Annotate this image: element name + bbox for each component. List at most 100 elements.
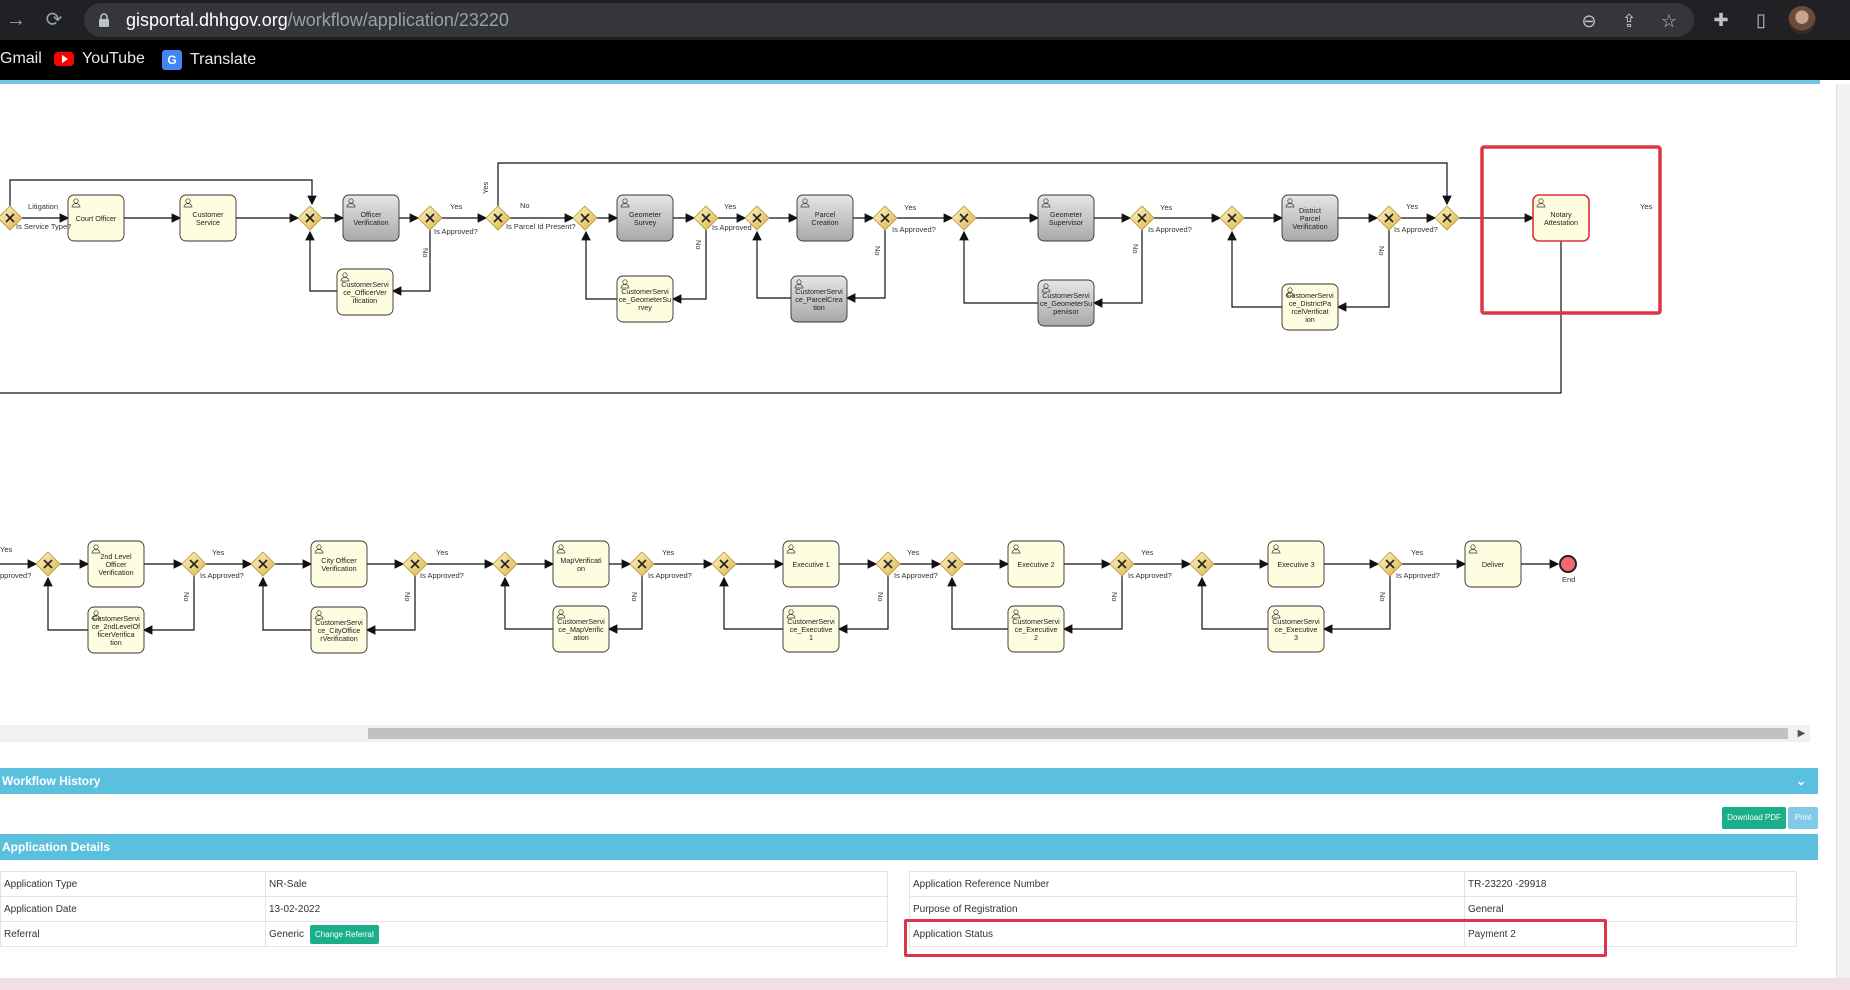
flow-label: No <box>876 592 885 602</box>
detail-value: Payment 2 <box>1464 921 1797 947</box>
exclusive-gateway[interactable] <box>1434 205 1460 231</box>
flow-label: Yes <box>1411 548 1423 557</box>
exclusive-gateway[interactable] <box>35 551 61 577</box>
exclusive-gateway[interactable] <box>875 551 901 577</box>
sequence-flow <box>258 576 311 631</box>
user-task-icon <box>1285 287 1295 297</box>
reload-icon[interactable]: ⟳ <box>45 9 63 31</box>
application-details-header: Application Details <box>0 834 1818 860</box>
exclusive-gateway[interactable] <box>744 205 770 231</box>
task-node[interactable]: Executive 1 <box>782 540 840 588</box>
bookmark-youtube[interactable]: YouTube <box>54 50 145 68</box>
exclusive-gateway[interactable] <box>0 205 23 231</box>
flow-label: Yes <box>662 548 674 557</box>
extensions-icon[interactable]: ✚ <box>1713 10 1729 30</box>
flow-label: Is Approved? <box>420 571 464 580</box>
task-node[interactable]: Executive 3 <box>1267 540 1325 588</box>
vertical-scrollbar[interactable] <box>1836 84 1850 984</box>
task-node[interactable]: Deliver <box>1464 540 1522 588</box>
forward-icon[interactable]: → <box>6 9 26 31</box>
exclusive-gateway[interactable] <box>951 205 977 231</box>
exclusive-gateway[interactable] <box>1219 205 1245 231</box>
table-row: Application Status Payment 2 <box>909 921 1797 947</box>
address-bar[interactable]: gisportal.dhhgov.org/workflow/applicatio… <box>84 3 1694 37</box>
sequence-flow <box>9 179 317 206</box>
flow-label: Yes <box>212 548 224 557</box>
share-icon[interactable]: ⇪ <box>1621 11 1637 31</box>
sequence-flow <box>845 230 886 303</box>
zoom-icon[interactable]: ⊖ <box>1581 11 1597 31</box>
exclusive-gateway[interactable] <box>572 205 598 231</box>
exclusive-gateway[interactable] <box>402 551 428 577</box>
sidebar-icon[interactable]: ▯ <box>1756 10 1766 30</box>
table-row: Purpose of Registration General <box>909 896 1797 922</box>
horizontal-scrollbar[interactable]: ▶ <box>0 725 1810 742</box>
exclusive-gateway[interactable] <box>181 551 207 577</box>
exclusive-gateway[interactable] <box>417 205 443 231</box>
exclusive-gateway[interactable] <box>250 551 276 577</box>
exclusive-gateway[interactable] <box>1129 205 1155 231</box>
change-referral-button[interactable]: Change Referral <box>310 924 379 944</box>
task-label: Executive 2 <box>1017 560 1054 569</box>
exclusive-gateway[interactable] <box>629 551 655 577</box>
sequence-flow <box>607 576 643 634</box>
print-button[interactable]: Print <box>1788 807 1818 829</box>
exclusive-gateway[interactable] <box>492 551 518 577</box>
avatar[interactable] <box>1788 6 1816 34</box>
detail-value: TR-23220 -29918 <box>1464 871 1797 897</box>
download-pdf-button[interactable]: Download PDF <box>1722 807 1786 829</box>
exclusive-gateway[interactable] <box>297 205 323 231</box>
scroll-right-icon[interactable]: ▶ <box>1797 728 1806 739</box>
browser-toolbar: → ⟳ gisportal.dhhgov.org/workflow/applic… <box>0 0 1850 40</box>
exclusive-gateway[interactable] <box>1189 551 1215 577</box>
exclusive-gateway[interactable] <box>1377 551 1403 577</box>
bookmark-gmail[interactable]: Gmail <box>0 50 42 67</box>
star-icon[interactable]: ☆ <box>1660 11 1678 31</box>
exclusive-gateway[interactable] <box>1109 551 1135 577</box>
workflow-history-header[interactable]: Workflow History ⌄ <box>0 768 1818 794</box>
task-label: Deliver <box>1482 560 1505 569</box>
exclusive-gateway[interactable] <box>1376 205 1402 231</box>
end-event[interactable] <box>1559 555 1577 573</box>
task-node[interactable]: Court Officer <box>67 194 125 242</box>
exclusive-gateway[interactable] <box>711 551 737 577</box>
exclusive-gateway[interactable] <box>693 205 719 231</box>
flow-label: Is Approved? <box>892 225 936 234</box>
detail-value: General <box>1464 896 1797 922</box>
exclusive-gateway[interactable] <box>485 205 511 231</box>
exclusive-gateway[interactable] <box>939 551 965 577</box>
exclusive-gateway[interactable] <box>872 205 898 231</box>
scrollbar-thumb[interactable] <box>368 728 1788 739</box>
chevron-down-icon[interactable]: ⌄ <box>1795 774 1806 788</box>
task-node[interactable]: Executive 2 <box>1007 540 1065 588</box>
